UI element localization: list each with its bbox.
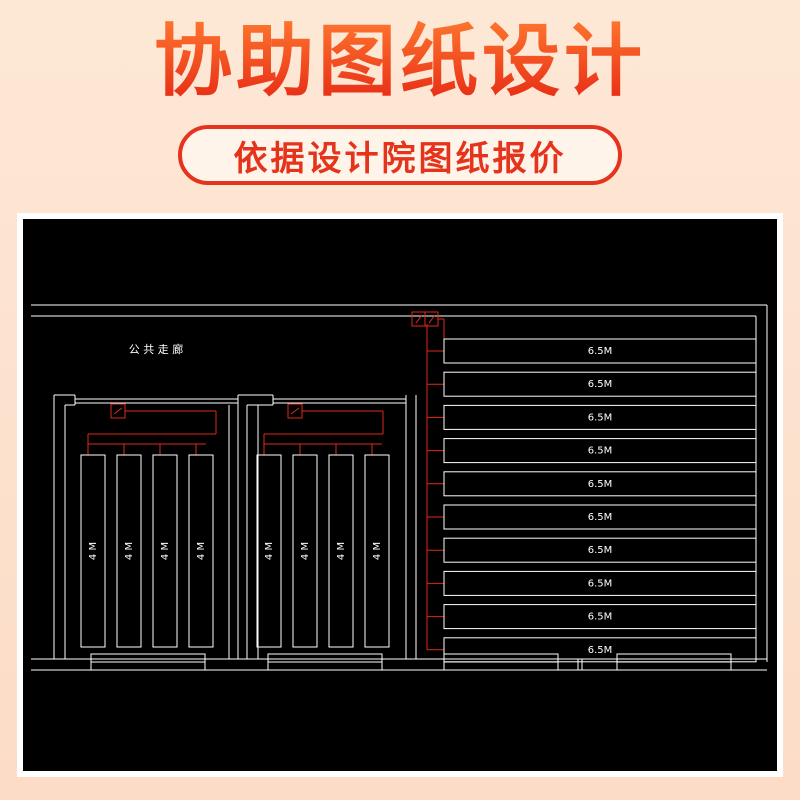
page-title: 协助图纸设计 bbox=[0, 14, 800, 110]
unit-label: 6.5M bbox=[588, 578, 613, 589]
valve-mark bbox=[415, 314, 423, 324]
unit-rect bbox=[188, 454, 214, 648]
unit-rect bbox=[256, 454, 282, 648]
unit-label: 4 M bbox=[300, 542, 311, 560]
unit-rect bbox=[443, 371, 757, 397]
unit-label: 6.5M bbox=[588, 545, 613, 556]
unit-label: 4 M bbox=[264, 542, 275, 560]
valve-mark bbox=[290, 407, 300, 415]
unit-label: 6.5M bbox=[588, 379, 613, 390]
unit-label: 6.5M bbox=[588, 479, 613, 490]
unit-rect bbox=[443, 604, 757, 630]
subtitle-badge: 依据设计院图纸报价 bbox=[178, 125, 622, 185]
unit-label: 6.5M bbox=[588, 346, 613, 357]
unit-rect bbox=[443, 438, 757, 464]
unit-label: 4 M bbox=[160, 542, 171, 560]
unit-label: 4 M bbox=[372, 542, 383, 560]
left-unit-group: 4 M 4 M 4 M 4 M bbox=[80, 454, 214, 648]
unit-rect bbox=[80, 454, 106, 648]
middle-unit-group: 4 M 4 M 4 M 4 M bbox=[256, 454, 390, 648]
unit-rect bbox=[443, 338, 757, 364]
unit-rect bbox=[152, 454, 178, 648]
pipes bbox=[87, 311, 445, 651]
valve-mark bbox=[428, 314, 436, 324]
unit-rect bbox=[443, 570, 757, 596]
corridor-label: 公 共 走 廊 bbox=[129, 342, 184, 356]
unit-label: 6.5M bbox=[588, 446, 613, 457]
unit-rect bbox=[443, 537, 757, 563]
unit-rect bbox=[443, 471, 757, 497]
unit-rect bbox=[292, 454, 318, 648]
unit-rect bbox=[328, 454, 354, 648]
unit-rect bbox=[443, 637, 757, 663]
unit-rect bbox=[364, 454, 390, 648]
unit-label: 6.5M bbox=[588, 612, 613, 623]
unit-label: 4 M bbox=[88, 542, 99, 560]
subtitle-text: 依据设计院图纸报价 bbox=[233, 138, 567, 179]
right-unit-group: 6.5M 6.5M 6.5M 6.5M 6.5M 6.5M 6.5M 6.5M 6.5M 6.5M bbox=[443, 338, 757, 663]
unit-rect bbox=[116, 454, 142, 648]
unit-rect bbox=[443, 404, 757, 430]
unit-label: 6.5M bbox=[588, 512, 613, 523]
unit-label: 4 M bbox=[124, 542, 135, 560]
unit-rect bbox=[443, 504, 757, 530]
unit-label: 6.5M bbox=[588, 412, 613, 423]
unit-label: 4 M bbox=[196, 542, 207, 560]
unit-label: 4 M bbox=[336, 542, 347, 560]
door-post bbox=[577, 658, 583, 671]
valve-mark bbox=[113, 407, 123, 415]
unit-label: 6.5M bbox=[588, 645, 613, 656]
